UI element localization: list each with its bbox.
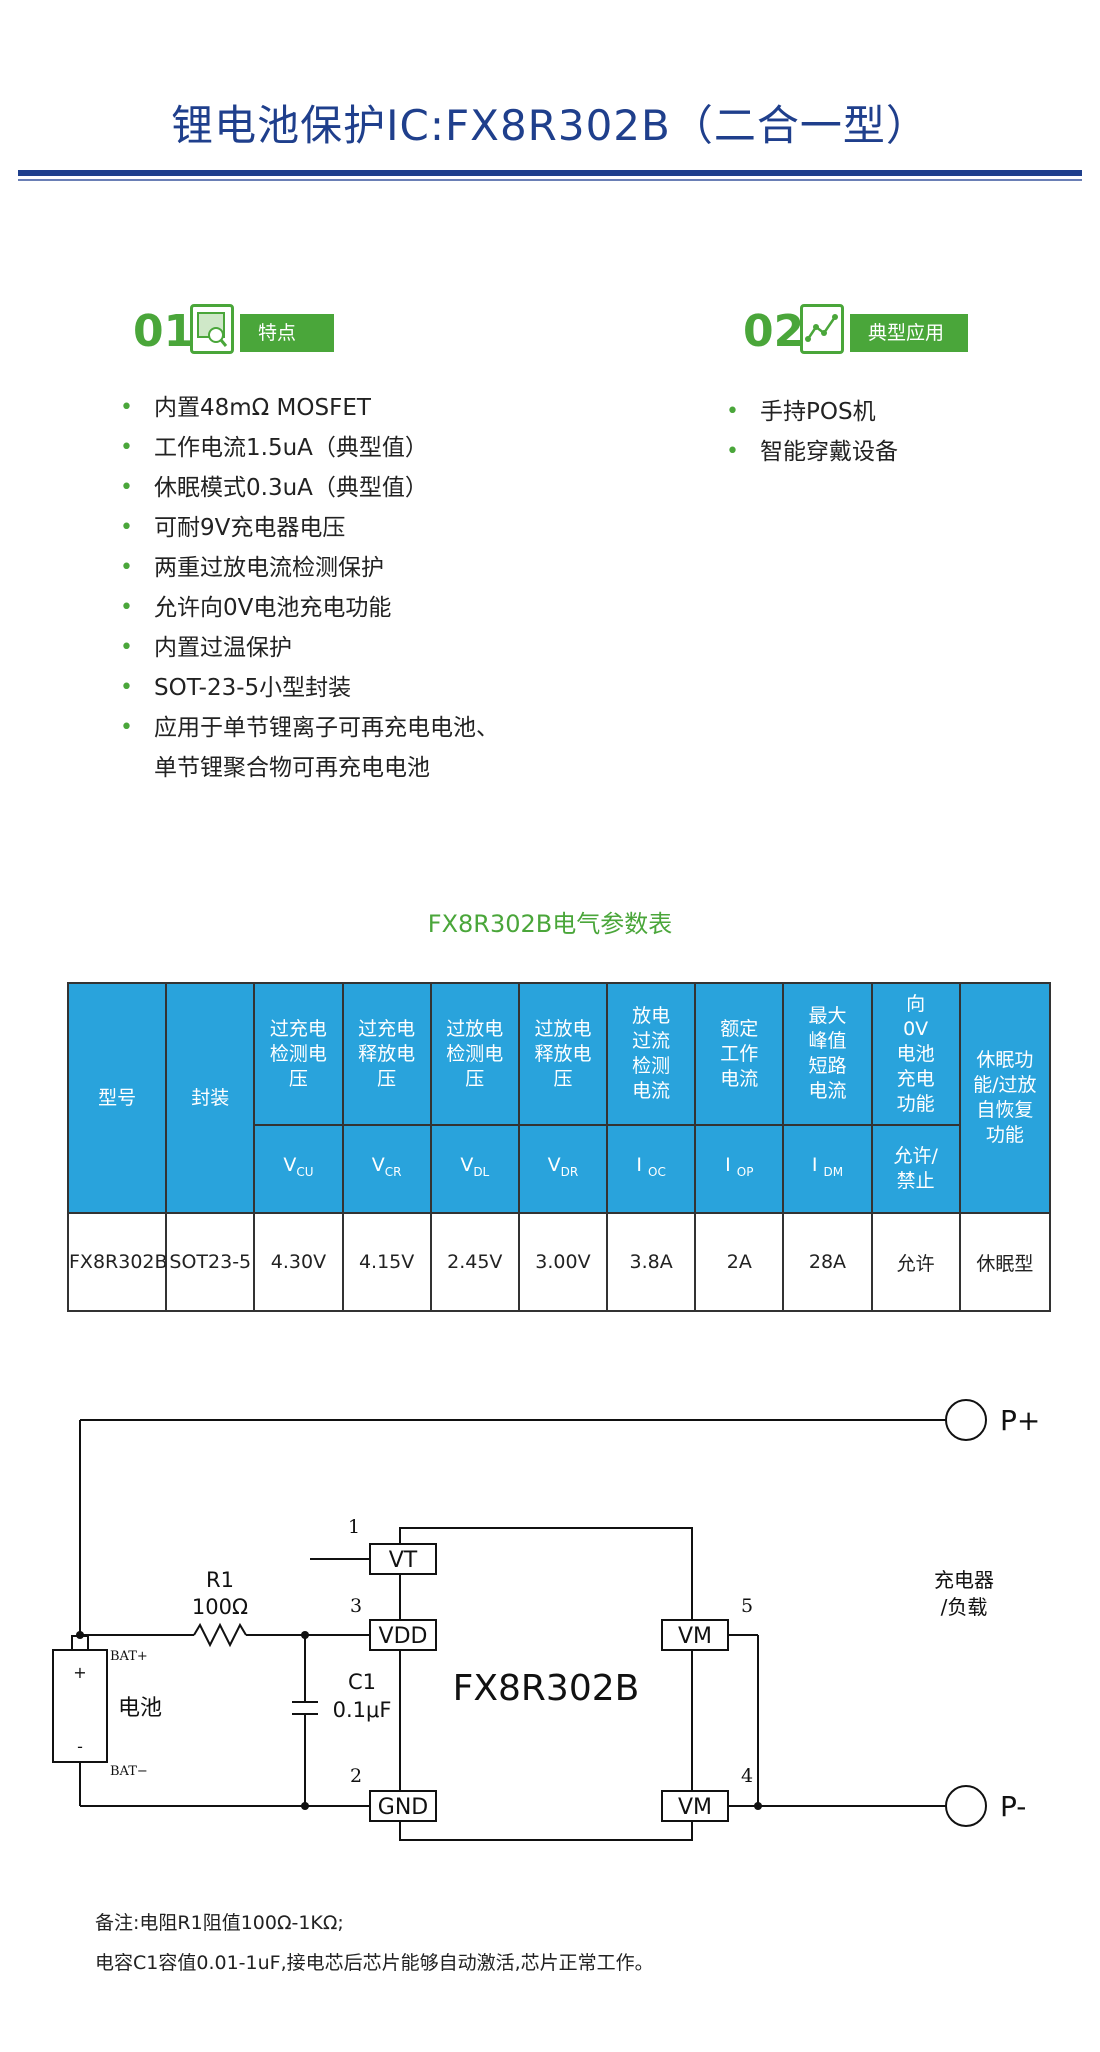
- c1-value: 0.1μF: [333, 1698, 392, 1722]
- terminal-p-plus: [945, 1399, 987, 1441]
- list-item: •休眠模式0.3uA（典型值）: [120, 475, 428, 501]
- chip-label: FX8R302B: [453, 1668, 640, 1709]
- header-vdr: 过放电释放电压: [517, 982, 609, 1126]
- list-item: •内置48mΩ MOSFET: [120, 395, 371, 421]
- header-zero-v: 向0V电池充电功能: [870, 982, 961, 1126]
- cell-ioc: 3.8A: [606, 1212, 697, 1312]
- applications-list: •手持POS机 •智能穿戴设备: [726, 392, 898, 472]
- list-item: •SOT-23-5小型封装: [120, 675, 352, 701]
- symbol-ioc: I OC: [606, 1124, 697, 1214]
- cell-model: FX8R302B: [66, 1212, 168, 1312]
- junction-dot: [301, 1631, 309, 1639]
- cell-package: SOT23-5: [165, 1212, 256, 1312]
- c1-name: C1: [348, 1670, 376, 1694]
- pin-label-vdd: VDD: [379, 1624, 428, 1649]
- cell-vdl: 2.45V: [429, 1212, 520, 1312]
- page-title: 锂电池保护IC:FX8R302B（二合一型）: [171, 101, 929, 150]
- junction-dot: [754, 1802, 762, 1810]
- applications-icon: [800, 304, 844, 354]
- pin-label-vm-bottom: VM: [678, 1795, 712, 1820]
- list-item: •允许向0V电池充电功能: [120, 595, 392, 621]
- list-item: •智能穿戴设备: [726, 439, 898, 465]
- symbol-vdl: VDL: [429, 1124, 520, 1214]
- header-ioc: 放电过流检测电流: [606, 982, 697, 1126]
- header-package: 封装: [165, 982, 256, 1214]
- terminal-p-minus: [945, 1785, 987, 1827]
- list-item: •可耐9V充电器电压: [120, 515, 346, 541]
- cell-vdr: 3.00V: [517, 1212, 609, 1312]
- bat-plus-label: BAT+: [110, 1649, 148, 1664]
- pin-box-vt: [369, 1543, 437, 1575]
- pin-label-vt: VT: [389, 1548, 418, 1573]
- header-model: 型号: [66, 982, 168, 1214]
- list-item-continuation: 单节锂聚合物可再充电电池: [154, 755, 430, 781]
- list-item: •工作电流1.5uA（典型值）: [120, 435, 428, 461]
- pin-number-vm-bottom: 4: [741, 1765, 753, 1787]
- symbol-vcu: VCU: [253, 1124, 344, 1214]
- note-line-1: 备注:电阻R1阻值100Ω-1KΩ;: [95, 1912, 344, 1934]
- junction-dot: [301, 1802, 309, 1810]
- section-number-features: 01: [133, 306, 195, 357]
- load-label-line1: 充电器: [934, 1568, 994, 1592]
- section-label-features: 特点: [240, 314, 334, 352]
- symbol-idm: I DM: [782, 1124, 873, 1214]
- header-vcu: 过充电检测电压: [253, 982, 344, 1126]
- list-item: •应用于单节锂离子可再充电电池、单节锂聚合物可再充电电池: [120, 708, 499, 788]
- pin-box-vm-top: [661, 1619, 729, 1651]
- header-sleep: 休眠功能/过放自恢复功能: [958, 982, 1052, 1214]
- r1-name: R1: [206, 1568, 234, 1592]
- list-item: •两重过放电流检测保护: [120, 555, 384, 581]
- pin-box-gnd: [369, 1790, 437, 1822]
- cell-vcu: 4.30V: [253, 1212, 344, 1312]
- section-number-applications: 02: [743, 306, 805, 357]
- pin-number-gnd: 2: [350, 1765, 362, 1787]
- pin-box-vm-bottom: [661, 1790, 729, 1822]
- symbol-iop: I OP: [694, 1124, 785, 1214]
- p-minus-label: P-: [1000, 1790, 1026, 1823]
- header-vdl: 过放电检测电压: [429, 982, 520, 1126]
- table-row: FX8R302B SOT23-5 4.30V 4.15V 2.45V 3.00V…: [66, 1212, 1052, 1312]
- junction-dot: [76, 1631, 84, 1639]
- pin-number-vt: 1: [348, 1516, 360, 1538]
- load-label-line2: /负载: [941, 1595, 988, 1619]
- features-icon: [190, 304, 234, 354]
- resistor-r1: [193, 1622, 247, 1648]
- pin-label-vm-top: VM: [678, 1624, 712, 1649]
- r1-value: 100Ω: [192, 1595, 248, 1619]
- cell-zero-v: 允许: [870, 1212, 961, 1312]
- application-circuit: FX8R302B VT VDD GND VM VM 1 3 2 5 4 R1 1…: [52, 1399, 1040, 1841]
- symbol-vdr: VDR: [517, 1124, 609, 1214]
- section-label-applications: 典型应用: [850, 314, 968, 352]
- symbol-vcr: VCR: [341, 1124, 432, 1214]
- list-item: •手持POS机: [726, 399, 876, 425]
- pin-box-vdd: [369, 1619, 437, 1651]
- parameter-table: 型号 封装 过充电检测电压 过充电释放电压 过放电检测电压 过放电释放电压 放电…: [66, 982, 1052, 1312]
- battery-minus-sign: -: [77, 1737, 83, 1756]
- cell-sleep: 休眠型: [958, 1212, 1052, 1312]
- title-rule-thin: [18, 179, 1082, 181]
- title-rule: [18, 170, 1082, 176]
- cell-iop: 2A: [694, 1212, 785, 1312]
- chip-body: [399, 1527, 693, 1841]
- list-item: •内置过温保护: [120, 635, 292, 661]
- header-iop: 额定工作电流: [694, 982, 785, 1126]
- battery-plus-sign: +: [73, 1663, 86, 1682]
- symbol-zero-v: 允许/禁止: [870, 1124, 961, 1214]
- battery-label: 电池: [118, 1696, 162, 1721]
- p-plus-label: P+: [1000, 1404, 1040, 1437]
- pin-number-vdd: 3: [350, 1595, 362, 1617]
- header-idm: 最大峰值短路电流: [782, 982, 873, 1126]
- note-line-2: 电容C1容值0.01-1uF,接电芯后芯片能够自动激活,芯片正常工作。: [95, 1952, 654, 1974]
- table-title: FX8R302B电气参数表: [427, 910, 673, 938]
- header-vcr: 过充电释放电压: [341, 982, 432, 1126]
- bat-minus-label: BAT−: [110, 1764, 148, 1779]
- features-list: •内置48mΩ MOSFET •工作电流1.5uA（典型值） •休眠模式0.3u…: [120, 388, 499, 788]
- cell-idm: 28A: [782, 1212, 873, 1312]
- cell-vcr: 4.15V: [341, 1212, 432, 1312]
- pin-label-gnd: GND: [378, 1795, 428, 1820]
- pin-number-vm-top: 5: [741, 1595, 753, 1617]
